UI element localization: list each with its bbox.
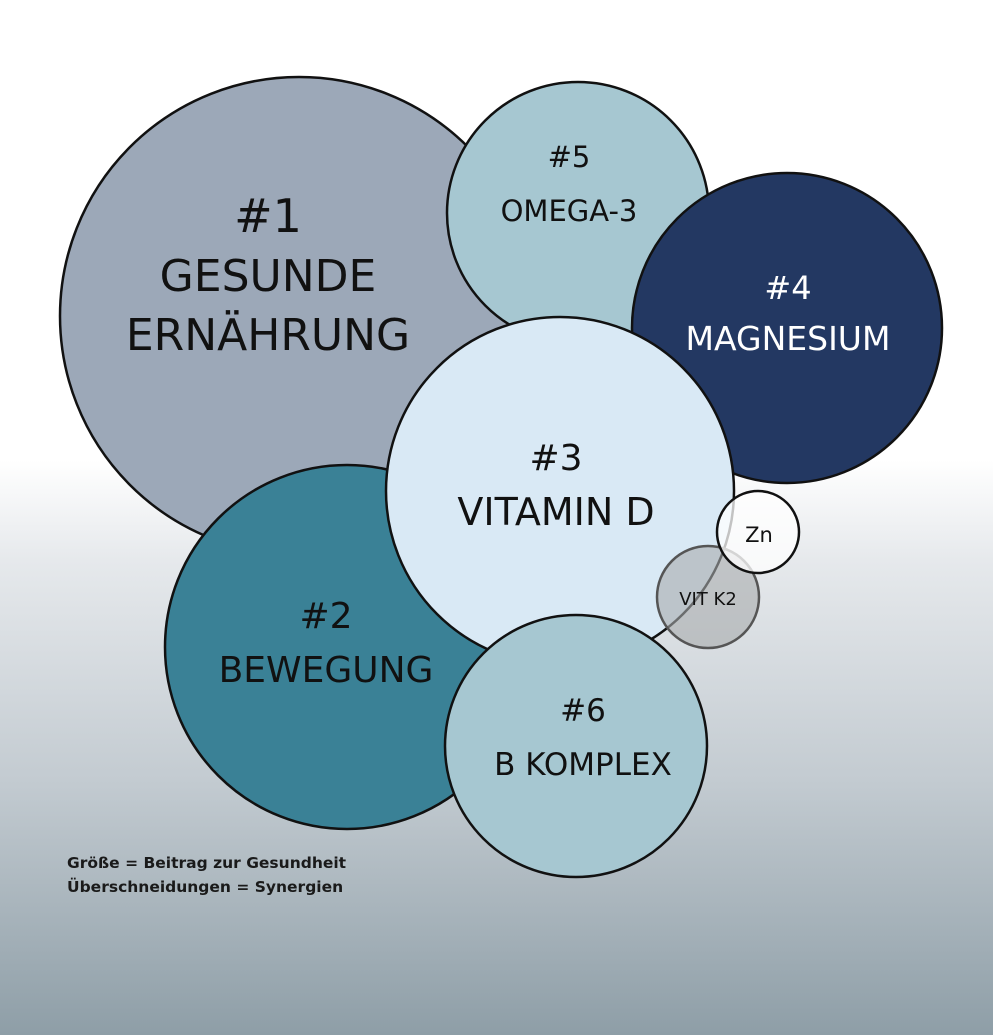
legend: Größe = Beitrag zur Gesundheit Überschne… [67,851,346,899]
legend-overlap-note: Überschneidungen = Synergien [67,878,344,896]
rank-label: #2 [299,596,352,637]
rank-label: #1 [234,189,302,243]
rank-label: #6 [560,693,606,729]
bubble-label: Zn [745,523,773,547]
bubble-b-komplex: #6 B KOMPLEX [443,613,709,879]
bubble-circle [715,489,801,575]
bubble-label: OMEGA-3 [501,194,638,228]
rank-label: #5 [548,140,591,174]
bubble-label: VIT K2 [679,589,737,610]
bubble-circle [655,544,761,650]
bubble-circle [443,613,709,879]
rank-label: #4 [764,269,811,307]
bubble-label: MAGNESIUM [686,319,891,358]
bubble-zn: Zn [715,489,801,575]
bubble-label: BEWEGUNG [219,650,434,691]
bubble-vitamin-d: #3 VITAMIN D [384,315,736,667]
bubble-label: ERNÄHRUNG [126,309,410,361]
legend-size-note: Größe = Beitrag zur Gesundheit [67,854,347,872]
bubble-vit-k2: VIT K2 [655,544,761,650]
bubble-label: VITAMIN D [457,490,654,534]
bubble-label: B KOMPLEX [494,747,672,783]
bubble-label: GESUNDE [160,251,377,302]
rank-label: #3 [529,438,582,479]
